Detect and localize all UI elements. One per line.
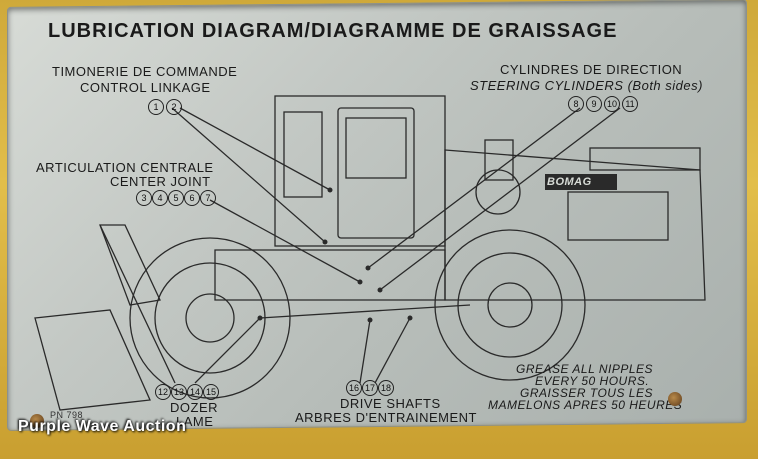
control-linkage-en: CONTROL LINKAGE: [80, 80, 211, 95]
point-10: 10: [604, 96, 620, 112]
point-5: 5: [168, 190, 184, 206]
point-4: 4: [152, 190, 168, 206]
point-15: 15: [203, 384, 219, 400]
radiator-grille: [567, 191, 669, 241]
part-number: PN 798: [50, 410, 84, 420]
steering-cylinders-en: STEERING CYLINDERS (Both sides): [470, 78, 703, 93]
leader-shaft-1: [359, 319, 371, 384]
point-9: 9: [586, 96, 602, 112]
point-1: 1: [148, 99, 164, 115]
brand-plate: [545, 174, 617, 190]
drive-shafts-fr: ARBRES D'ENTRAINEMENT: [295, 410, 478, 425]
cab-door: [337, 107, 415, 239]
cab-door-window: [345, 117, 407, 179]
front-frame: [214, 249, 446, 301]
point-7: 7: [200, 190, 216, 206]
engine-access-circle: [475, 169, 521, 215]
engine-body: [444, 149, 706, 301]
control-linkage-fr: TIMONERIE DE COMMANDE: [52, 64, 238, 79]
rivet-right: [668, 392, 682, 406]
dozer-blade: [34, 309, 151, 411]
point-17: 17: [362, 380, 378, 396]
point-2: 2: [166, 99, 182, 115]
exhaust-stack: [484, 139, 514, 181]
point-13: 13: [171, 384, 187, 400]
leader-control-1: [179, 107, 331, 191]
rear-wheel-outer: [434, 229, 586, 381]
brand-label: BOMAG: [547, 176, 592, 188]
leader-center-joint: [209, 199, 361, 283]
dozer-arm: [99, 224, 161, 306]
air-intake: [589, 147, 701, 171]
point-14: 14: [187, 384, 203, 400]
leader-control-2: [171, 107, 326, 243]
point-16: 16: [346, 380, 362, 396]
point-12: 12: [155, 384, 171, 400]
watermark: Purple Wave Auction: [18, 418, 187, 435]
rear-hub: [487, 282, 533, 328]
rear-wheel-inner: [457, 252, 563, 358]
leader-steer-2: [379, 107, 621, 291]
grease-note-line-4: MAMELONS APRES 50 HEURES: [488, 398, 683, 412]
point-18: 18: [378, 380, 394, 396]
cab-window-left: [283, 111, 323, 198]
front-wheel-inner: [154, 262, 266, 374]
grease-note-line-1: GREASE ALL NIPPLES: [516, 362, 654, 376]
point-6: 6: [184, 190, 200, 206]
grease-note-line-3: GRAISSER TOUS LES: [520, 386, 653, 400]
grease-note-line-2: EVERY 50 HOURS.: [535, 374, 650, 388]
point-11: 11: [622, 96, 638, 112]
front-hub: [185, 293, 235, 343]
dozer-fr: LAME: [176, 414, 214, 429]
rivet-left: [30, 414, 44, 428]
leader-shaft-2: [374, 317, 411, 384]
point-8: 8: [568, 96, 584, 112]
leader-dozer-2: [194, 317, 261, 384]
center-joint-fr: ARTICULATION CENTRALE: [36, 160, 214, 175]
drive-shaft-line: [259, 304, 471, 319]
center-joint-en: CENTER JOINT: [110, 174, 211, 189]
dozer-en: DOZER: [170, 400, 218, 415]
drive-shafts-en: DRIVE SHAFTS: [340, 396, 441, 411]
point-3: 3: [136, 190, 152, 206]
plate-title: LUBRICATION DIAGRAM/DIAGRAMME DE GRAISSA…: [48, 20, 618, 42]
leader-dozer: [99, 224, 176, 384]
leader-steer-1: [367, 107, 581, 269]
steering-cylinders-fr: CYLINDRES DE DIRECTION: [500, 62, 683, 77]
